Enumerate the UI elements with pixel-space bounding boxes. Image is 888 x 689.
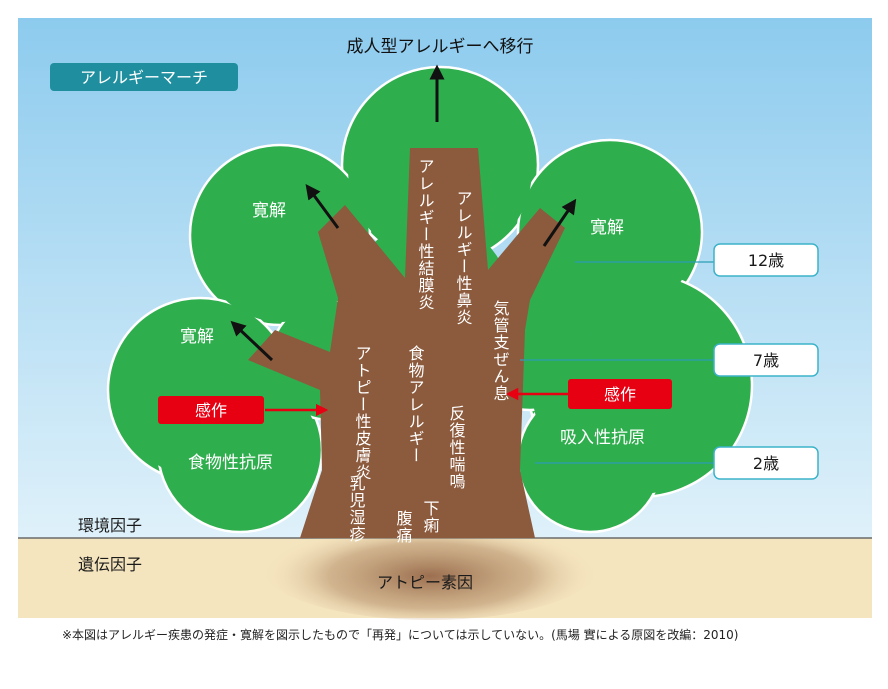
sensitization-badge-left: 感作 <box>158 396 264 424</box>
disease-dermatitis: アトピー性皮膚炎 <box>353 345 372 481</box>
sensitization-badge-right: 感作 <box>568 379 672 409</box>
diagram-title: 成人型アレルギーへ移行 <box>347 37 534 57</box>
disease-abdominal-pain: 腹痛 <box>394 510 413 544</box>
arrow-upper-right <box>542 198 577 247</box>
genetic-factor-label: 遺伝因子 <box>78 555 142 574</box>
remission-label-upper-left: 寛解 <box>252 201 286 221</box>
disease-eczema: 乳児湿疹 <box>347 475 366 543</box>
food-antigen-label: 食物性抗原 <box>188 453 273 473</box>
inhaled-antigen-label: 吸入性抗原 <box>560 428 645 448</box>
age-box-2: 2歳 <box>713 446 819 480</box>
disease-food-allergy: 食物アレルギー <box>406 345 425 464</box>
remission-label-upper-right: 寛解 <box>590 218 624 238</box>
arrow-upper-left <box>305 183 340 229</box>
disease-conjunctivitis: アレルギー性結膜炎 <box>416 158 435 311</box>
disease-diarrhea: 下痢 <box>421 500 440 534</box>
allergy-march-badge: アレルギーマーチ <box>50 63 238 91</box>
environment-factor-label: 環境因子 <box>78 516 142 535</box>
sensitization-label-left: 感作 <box>195 401 227 420</box>
age-12-label: 12歳 <box>748 251 784 270</box>
foliage-fill <box>117 78 744 526</box>
disease-asthma: 気管支ぜん息 <box>491 300 510 402</box>
atopic-factor-label: アトピー素因 <box>377 573 473 592</box>
badge-label: アレルギーマーチ <box>80 68 208 87</box>
footnote: ※本図はアレルギー疾患の発症・寛解を図示したもので「再発」については示していない… <box>62 628 739 642</box>
remission-label-lower-left: 寛解 <box>180 327 214 347</box>
disease-wheezing: 反復性喘鳴 <box>447 405 466 490</box>
disease-rhinitis: アレルギー性鼻炎 <box>454 190 473 326</box>
age-box-7: 7歳 <box>713 343 819 377</box>
age-box-12: 12歳 <box>713 243 819 277</box>
tree-trunk <box>248 148 565 538</box>
age-7-label: 7歳 <box>753 351 779 370</box>
arrow-lower-left <box>230 320 274 362</box>
age-2-label: 2歳 <box>753 454 779 473</box>
sensitization-label-right: 感作 <box>604 385 636 404</box>
